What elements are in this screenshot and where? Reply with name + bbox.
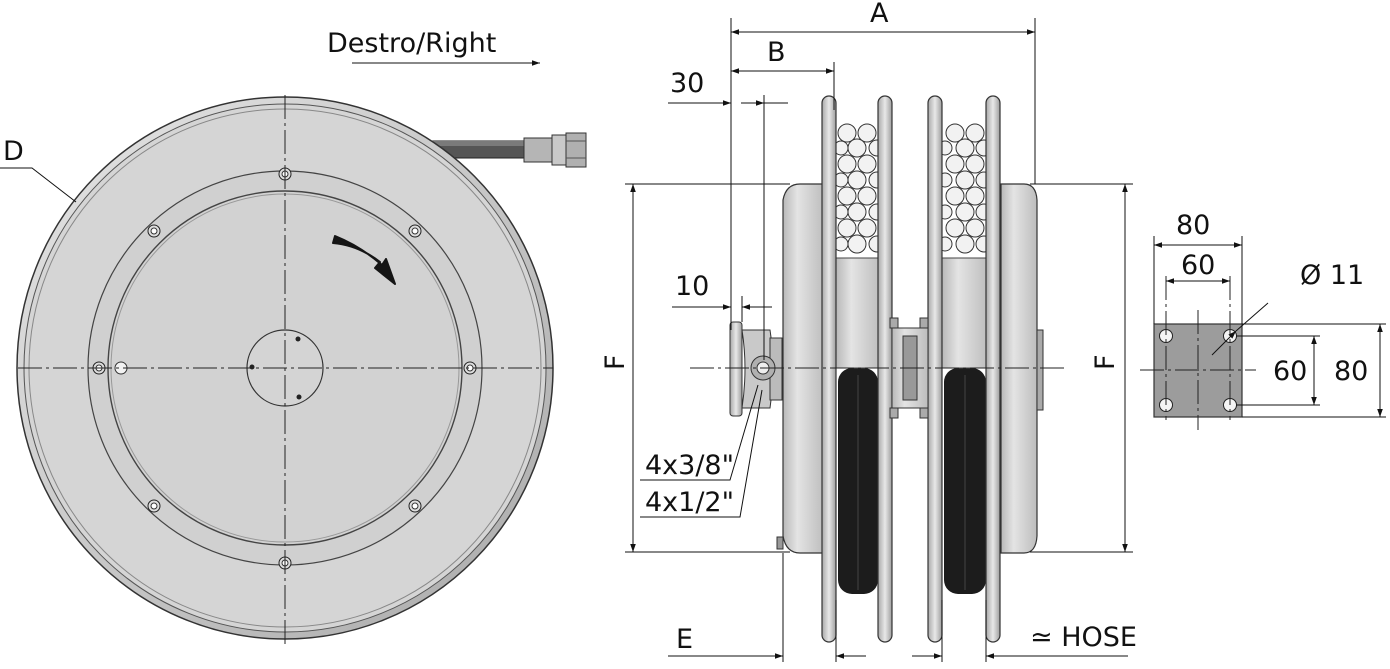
dim-10-label: 10 xyxy=(675,271,709,302)
dim-f-right-label: F xyxy=(1090,354,1121,370)
dim-plate-60-side-label: 60 xyxy=(1273,356,1307,387)
inlet-swivel xyxy=(729,321,783,417)
flange-2 xyxy=(877,95,893,643)
thread-label-1: 4x3/8" xyxy=(645,450,734,481)
hose-coils-left xyxy=(833,123,886,254)
front-view: D Destro/Right xyxy=(0,28,587,645)
diameter-d-label: D xyxy=(3,136,24,167)
side-view: A B 30 10 F F 4x3/8" 4x1/2" xyxy=(600,0,1137,662)
mounting-plate-view: 80 60 Ø 11 60 80 xyxy=(1140,210,1386,430)
hose-pipe xyxy=(429,132,587,168)
dim-plate-80-side-label: 80 xyxy=(1334,356,1368,387)
hole-diameter-label: Ø 11 xyxy=(1300,260,1364,291)
flange-4 xyxy=(985,95,1001,643)
flange-1 xyxy=(821,95,837,643)
dim-30-label: 30 xyxy=(670,68,704,99)
rotation-arrow xyxy=(332,235,396,285)
hose-coils-right xyxy=(937,123,993,254)
dim-plate-80-top-label: 80 xyxy=(1176,210,1210,241)
dim-a-label: A xyxy=(870,0,889,29)
flange-3 xyxy=(927,95,943,643)
dim-b-label: B xyxy=(767,37,786,68)
direction-label: Destro/Right xyxy=(327,28,496,59)
dim-e-label: E xyxy=(676,624,693,655)
dim-f-left-label: F xyxy=(600,354,631,370)
drum-core-left xyxy=(835,257,881,369)
thread-label-2: 4x1/2" xyxy=(645,487,734,518)
hose-label: ≃ HOSE xyxy=(1030,622,1137,653)
drum-core-right xyxy=(941,257,989,369)
dim-plate-60-top-label: 60 xyxy=(1181,250,1215,281)
